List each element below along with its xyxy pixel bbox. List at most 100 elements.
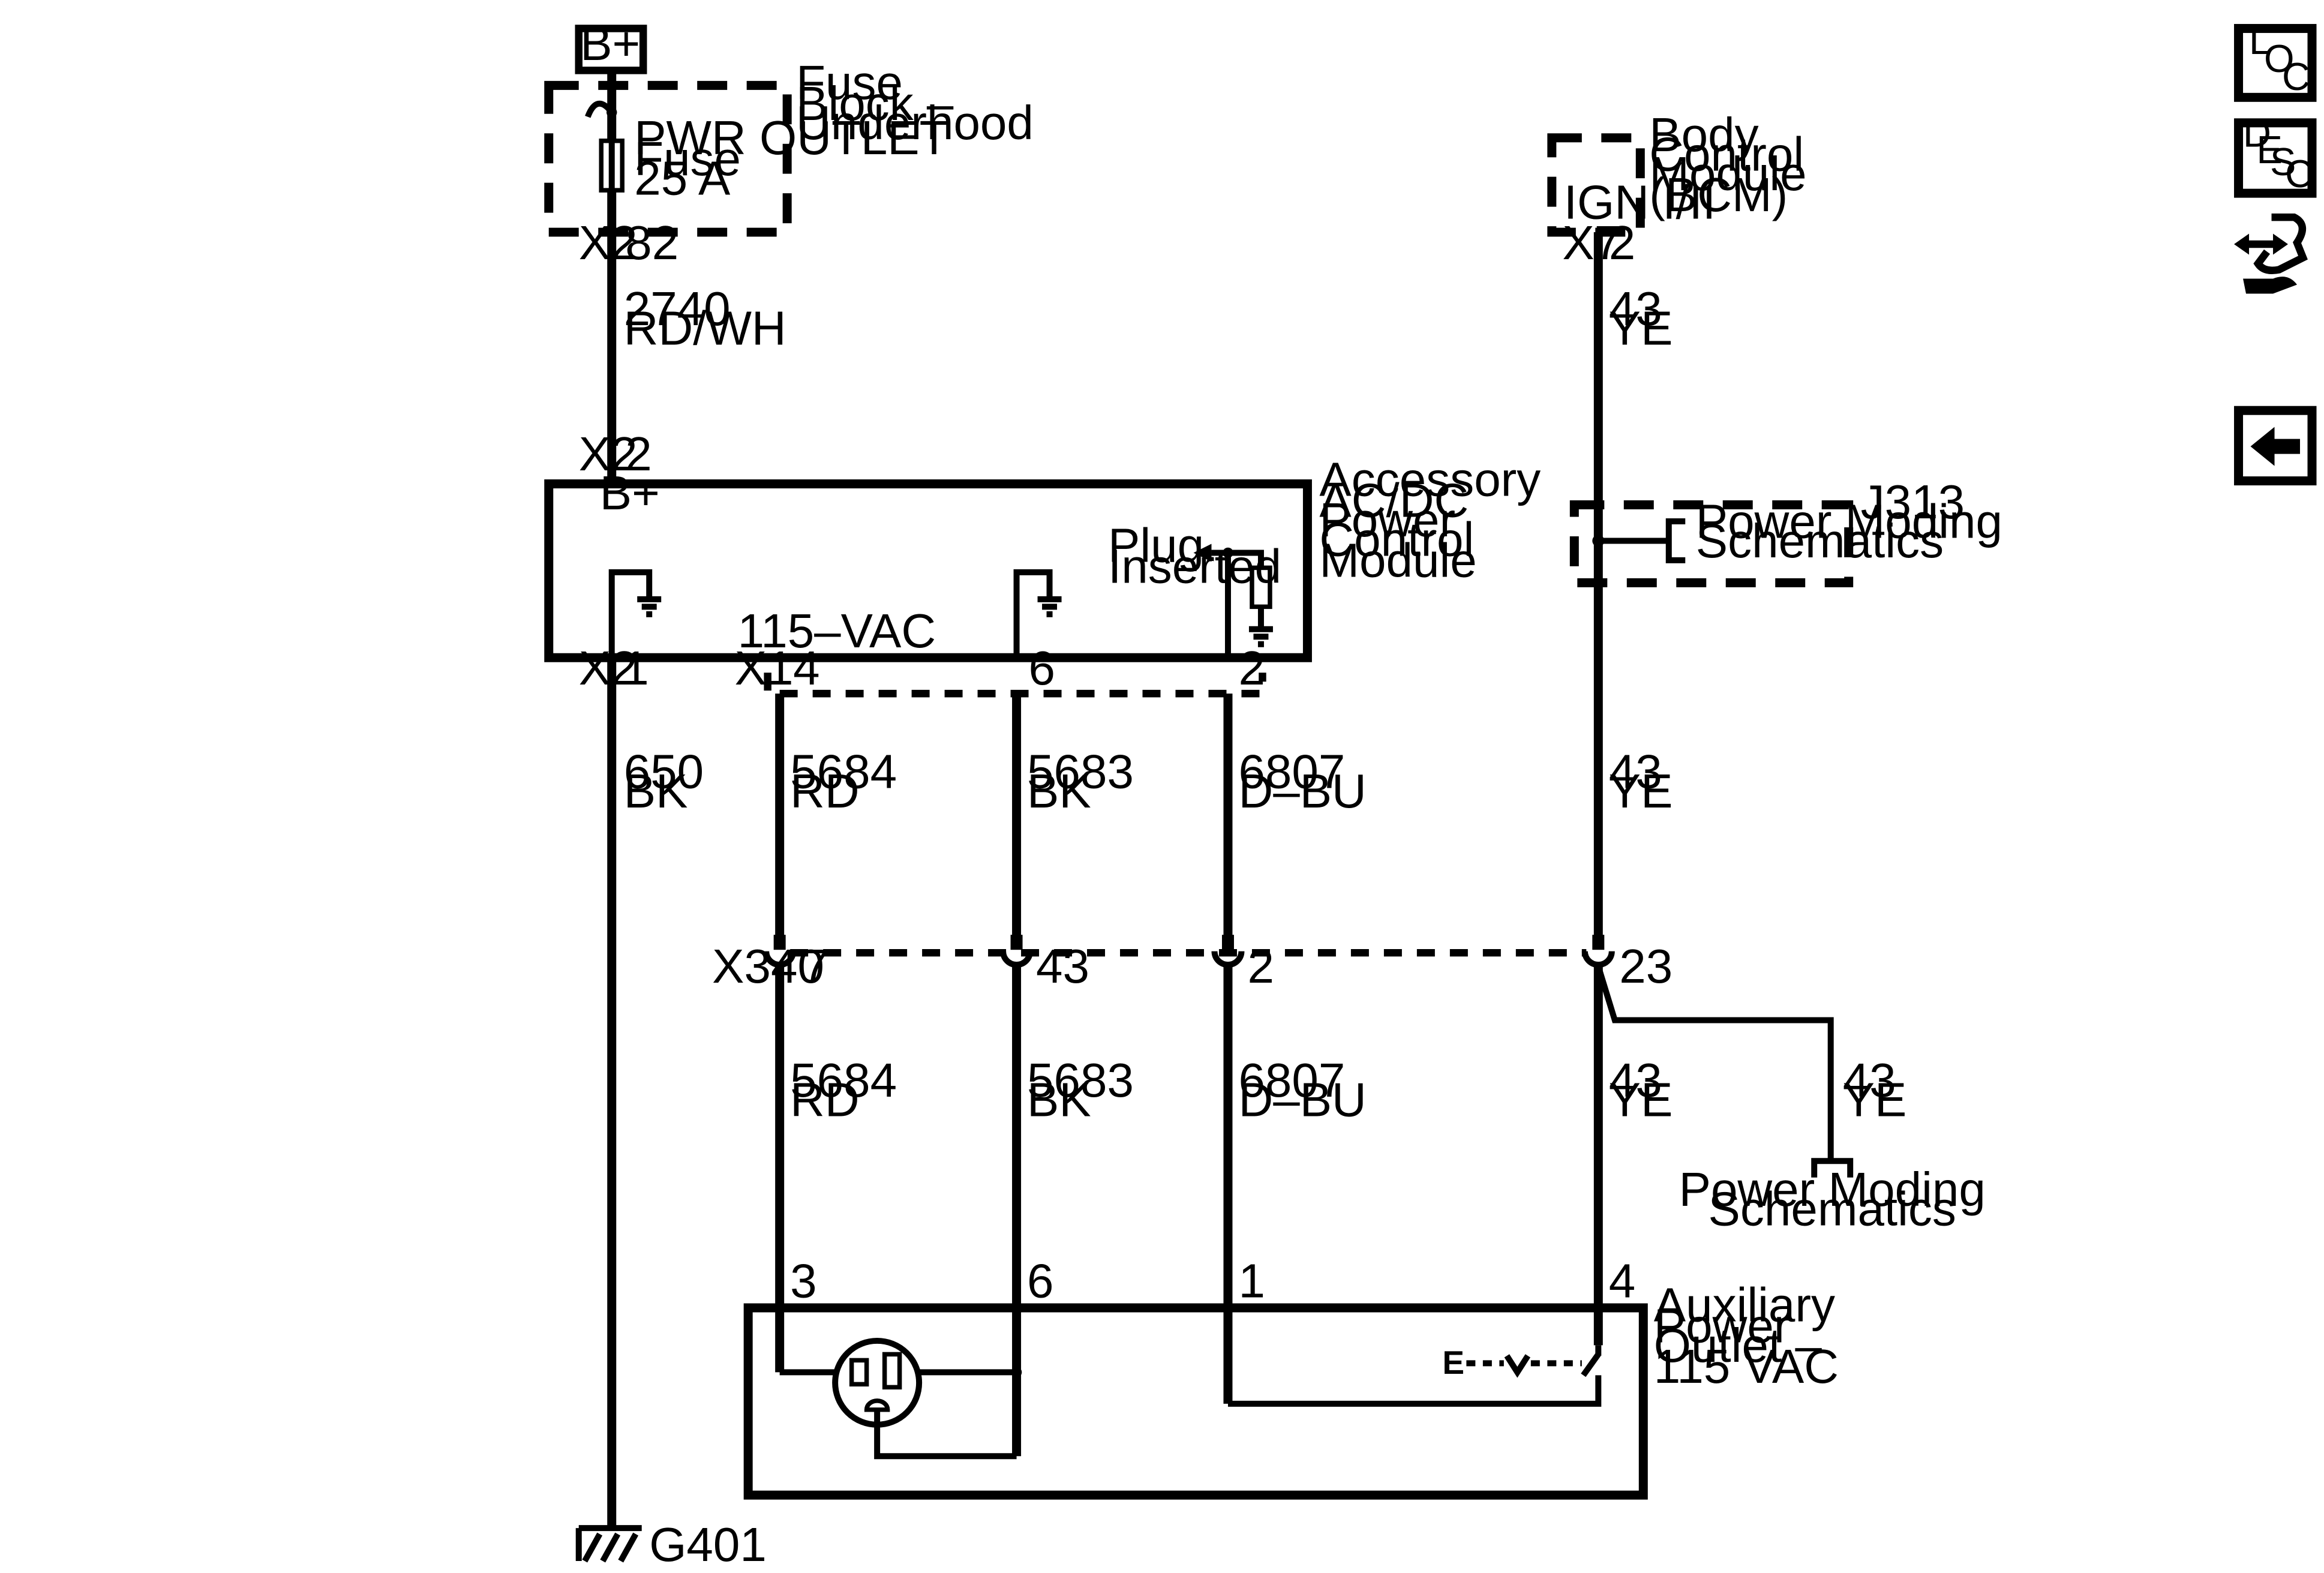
- fuse-block-name-1: Fuse: [796, 56, 903, 109]
- wire-650-color: BK: [624, 764, 688, 818]
- x340-pin-23: [1581, 935, 1615, 968]
- body-control-module[interactable]: IGN I/II Body Control Module (BCM): [1547, 108, 1807, 237]
- x340-pin-7-label: 7: [802, 939, 828, 993]
- x340-connector[interactable]: X340 7 43 2 23: [712, 935, 1673, 993]
- j313-ref-bracket: [1665, 518, 1686, 563]
- accessory-power-control-module[interactable]: Accessory AC/DC Power Control Module: [544, 453, 1541, 662]
- back-arrow-icon[interactable]: [2234, 406, 2317, 486]
- module-vac-label: 115–VAC: [738, 604, 936, 658]
- x340-pin-43: [1000, 935, 1034, 968]
- outlet-name-3: Outlet –: [1654, 1319, 1822, 1372]
- loc-letter-o: O: [2264, 37, 2295, 80]
- wire-43-bot-circuit: 43: [1609, 1053, 1662, 1107]
- internal-ground-wire-2: [1013, 569, 1053, 658]
- ground-label: G401: [649, 1518, 767, 1571]
- plug-inserted-circuit: [1224, 550, 1264, 658]
- plug-inserted-label-1: Plug: [1108, 518, 1204, 572]
- desc-button[interactable]: D E S C: [2234, 112, 2317, 198]
- wire-43-mid-color: YE: [1609, 764, 1673, 818]
- auxiliary-power-outlet[interactable]: Auxiliary Power Outlet – 115 VAC: [743, 1278, 1839, 1500]
- wire-2740-circuit: 2740: [624, 282, 731, 335]
- loc-letter-l: L: [2249, 19, 2271, 62]
- module-x1-pin-2: 2: [1238, 641, 1265, 695]
- fuse-block-name-2: Block –: [796, 77, 954, 130]
- wire-5683-top-color: BK: [1027, 764, 1091, 818]
- internal-ground-wire-1: [608, 569, 653, 658]
- outlet-pin-6: 6: [1027, 1254, 1053, 1308]
- loc-letter-c: C: [2282, 55, 2310, 98]
- desc-letter-e: E: [2257, 128, 2283, 172]
- fuse-block-name-3: Underhood: [796, 96, 1034, 149]
- ground-symbol-3: [1248, 626, 1273, 647]
- power-moding-ref-2[interactable]: Schematics: [1709, 1182, 1956, 1236]
- ac-receptacle-icon: [779, 1337, 1022, 1460]
- plug-inserted-arrow-icon: [1193, 544, 1212, 562]
- wire-43-branch[interactable]: [1595, 965, 1834, 1161]
- wire-6807-bot-circuit: 6807: [1238, 1053, 1345, 1107]
- wire-43-top-circuit: 43: [1609, 282, 1662, 335]
- desc-letter-s: S: [2270, 140, 2296, 184]
- module-name-1: Accessory: [1319, 453, 1541, 506]
- ground-symbol-1: [637, 596, 662, 617]
- resistor-icon: [1250, 565, 1272, 610]
- j313-splice[interactable]: J313 Power Moding Schematics: [1569, 475, 2002, 587]
- module-name-4: Control: [1319, 512, 1474, 566]
- x340-pin-43-label: 43: [1036, 939, 1089, 993]
- bcm-name-3: Module: [1649, 147, 1806, 200]
- wire-5684-top-circuit: 5684: [790, 745, 897, 798]
- j313-label: J313: [1861, 475, 1965, 529]
- x340-pin-2-label: 2: [1247, 939, 1274, 993]
- outlet-switch-return: [1227, 1375, 1602, 1407]
- b-plus-source: B+: [575, 17, 647, 74]
- wire-6807-bot-color: D–BU: [1238, 1073, 1366, 1126]
- wire-5684-top-color: RD: [790, 764, 860, 818]
- wire-5683-top-circuit: 5683: [1027, 745, 1134, 798]
- module-bplus-label: B+: [600, 466, 660, 520]
- fuse-label-1: PWR OUTLET: [634, 111, 948, 164]
- x340-label: X340: [712, 939, 824, 993]
- fuse-block-underhood[interactable]: Fuse Block – Underhood: [544, 56, 1034, 237]
- bcm-name-1: Body: [1649, 108, 1758, 161]
- module-name-2: AC/DC: [1319, 474, 1469, 527]
- bcm-pin-number: 2: [1609, 216, 1635, 269]
- wire-650-circuit: 650: [624, 745, 704, 798]
- module-x1-pin-4: 4: [793, 641, 819, 695]
- bcm-connector-label: X7: [1562, 216, 1621, 269]
- wire-5683-bot-circuit: 5683: [1027, 1053, 1134, 1107]
- module-ground-pin: 1: [622, 641, 648, 695]
- wire-43-top-color: YE: [1609, 301, 1673, 355]
- wire-2740-color: RD/WH: [624, 301, 786, 355]
- connector-end-view-icon[interactable]: [2234, 213, 2308, 294]
- wire-5684-bot-circuit: 5684: [790, 1053, 897, 1107]
- outlet-switch-icon: [1581, 1352, 1601, 1377]
- fuse-label-2: Fuse: [634, 132, 741, 185]
- loc-button[interactable]: L O C: [2234, 19, 2317, 102]
- module-bplus-connector: X2: [579, 427, 638, 481]
- module-bplus-pin: 2: [625, 427, 651, 481]
- module-x1-pin-6: 6: [1029, 641, 1055, 695]
- wire-6807-top-color: D–BU: [1238, 764, 1366, 818]
- fuse-pin-label: 82: [625, 216, 678, 269]
- wire-43-mid-circuit: 43: [1609, 745, 1662, 798]
- outlet-pin-3: 3: [790, 1254, 816, 1308]
- outlet-name-2: Power: [1654, 1299, 1790, 1352]
- bcm-name-2: Control: [1649, 128, 1804, 181]
- j313-ref-2: Schematics: [1696, 514, 1944, 568]
- wire-43-branch-color: YE: [1843, 1073, 1907, 1126]
- outlet-pin-1: 1: [1238, 1254, 1265, 1308]
- b-plus-label: B+: [580, 17, 640, 70]
- wire-5684-bot-color: RD: [790, 1073, 860, 1126]
- x340-pin-23-label: 23: [1619, 939, 1673, 993]
- wire-43-branch-circuit: 43: [1843, 1053, 1896, 1107]
- chassis-ground-icon: [575, 1525, 642, 1563]
- outlet-name-4: 115 VAC: [1654, 1340, 1839, 1393]
- module-name-3: Power: [1319, 493, 1455, 547]
- plug-inserted-label-2: Inserted: [1108, 539, 1281, 593]
- bcm-pin-label: IGN I/II: [1564, 176, 1716, 229]
- power-moding-ref-1[interactable]: Power Moding: [1679, 1163, 1986, 1216]
- wire-6807-top-circuit: 6807: [1238, 745, 1345, 798]
- fuse-connector-label: X2: [579, 216, 638, 269]
- wire-43-bot-color: YE: [1609, 1073, 1673, 1126]
- outlet-name-1: Auxiliary: [1654, 1278, 1835, 1332]
